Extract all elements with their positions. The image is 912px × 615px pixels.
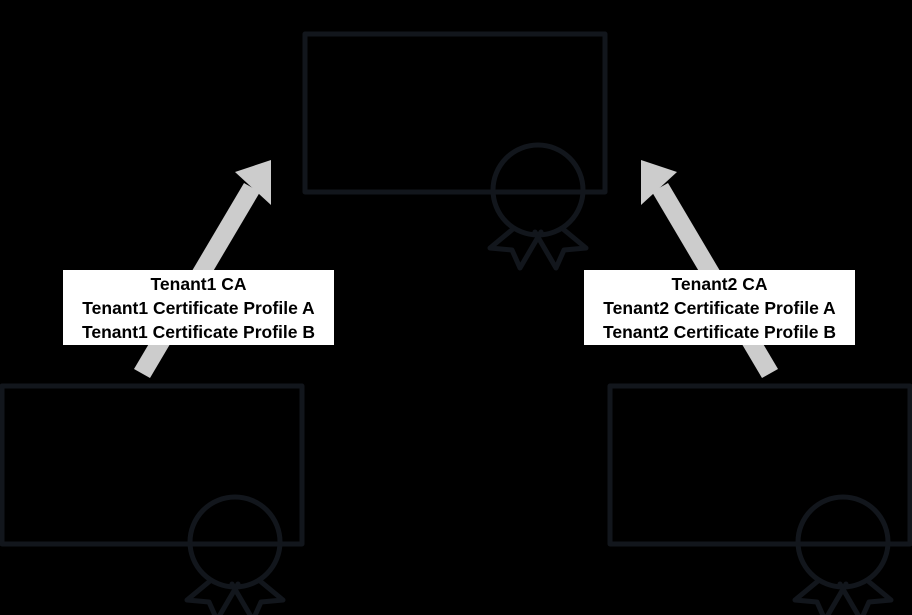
label-tenant1-line-3: Tenant1 Certificate Profile B: [81, 322, 316, 342]
certificate-ribbon-left: [792, 578, 849, 615]
label-tenant2-line-3: Tenant2 Certificate Profile B: [602, 322, 837, 342]
certificate-icon-tenant1-ca: [0, 383, 305, 615]
arrow-head: [641, 160, 677, 205]
arrow-head: [235, 160, 271, 205]
certificate-sheet: [302, 31, 608, 195]
arrow-tenant2-to-root: [641, 160, 778, 378]
label-tenant2-line-2: Tenant2 Certificate Profile A: [603, 298, 836, 318]
arrow-tenant1-to-root: [134, 160, 271, 378]
certificate-icon-tenant2-ca: [607, 383, 912, 615]
certificate-sheet: [0, 383, 305, 547]
certificate-ribbon-left: [487, 226, 544, 271]
certificate-ribbon-left: [184, 578, 241, 615]
certificate-ribbon-right: [837, 578, 894, 615]
certificate-ribbon-right: [532, 226, 589, 271]
label-tenant1-line-2: Tenant1 Certificate Profile A: [82, 298, 315, 318]
label-tenant2-line-1: Tenant2 CA: [671, 274, 768, 294]
label-box-tenant1: Tenant1 CA Tenant1 Certificate Profile A…: [63, 270, 334, 345]
certificate-ribbon-right: [229, 578, 286, 615]
label-tenant1-line-1: Tenant1 CA: [150, 274, 247, 294]
certificate-sheet: [607, 383, 912, 547]
certificate-icon-root-ca: [302, 31, 608, 271]
label-box-tenant2: Tenant2 CA Tenant2 Certificate Profile A…: [584, 270, 855, 345]
